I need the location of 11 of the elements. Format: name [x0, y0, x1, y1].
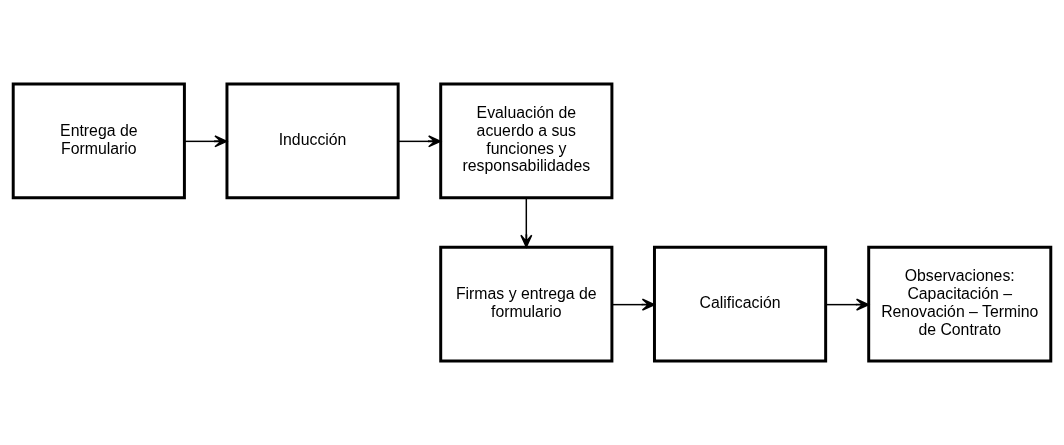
arrow: [825, 298, 870, 311]
node-box: Firmas y entrega de formulario: [439, 245, 614, 363]
arrow: [397, 135, 442, 148]
arrow: [520, 197, 533, 248]
arrow: [611, 298, 656, 311]
node-box: Calificación: [652, 245, 828, 363]
node-box: Inducción: [225, 82, 400, 200]
arrow: [183, 135, 228, 148]
node-box: Entrega de Formulario: [11, 82, 186, 200]
node-box: Evaluación de acuerdo a sus funciones y responsabilidades: [439, 82, 614, 200]
node-box: Observaciones: Capacitación – Renovación – Termino de Contrato: [867, 245, 1053, 363]
